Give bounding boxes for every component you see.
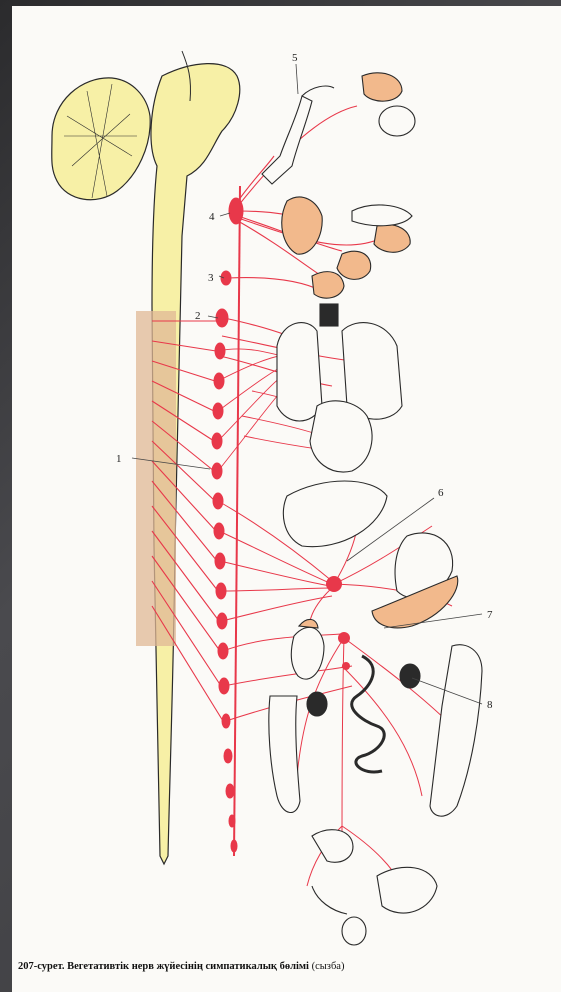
- figure-sheet: 1 2 3 4 5 6 7 8 207-сурет. Вегетативтік …: [12, 6, 561, 992]
- caption-title: 207-сурет. Вегетативтік нерв жүйесінің с…: [18, 961, 309, 972]
- label-3: 3: [208, 272, 214, 284]
- label-6: 6: [438, 487, 444, 499]
- cerebellum: [52, 78, 150, 200]
- ganglia-prevertebral: [326, 576, 350, 670]
- organs: [262, 73, 482, 945]
- label-1: 1: [116, 453, 122, 465]
- label-4: 4: [209, 211, 215, 223]
- label-7: 7: [487, 609, 493, 621]
- caption-note: (сызба): [312, 961, 345, 972]
- label-8: 8: [487, 699, 493, 711]
- figure-caption: 207-сурет. Вегетативтік нерв жүйесінің с…: [18, 961, 558, 972]
- label-5: 5: [292, 52, 298, 64]
- thoracolumbar-segment: [136, 311, 176, 646]
- sympathetic-diagram: 1 2 3 4 5 6 7 8: [12, 6, 561, 992]
- label-2: 2: [195, 310, 201, 322]
- sympathetic-trunk: [212, 186, 243, 856]
